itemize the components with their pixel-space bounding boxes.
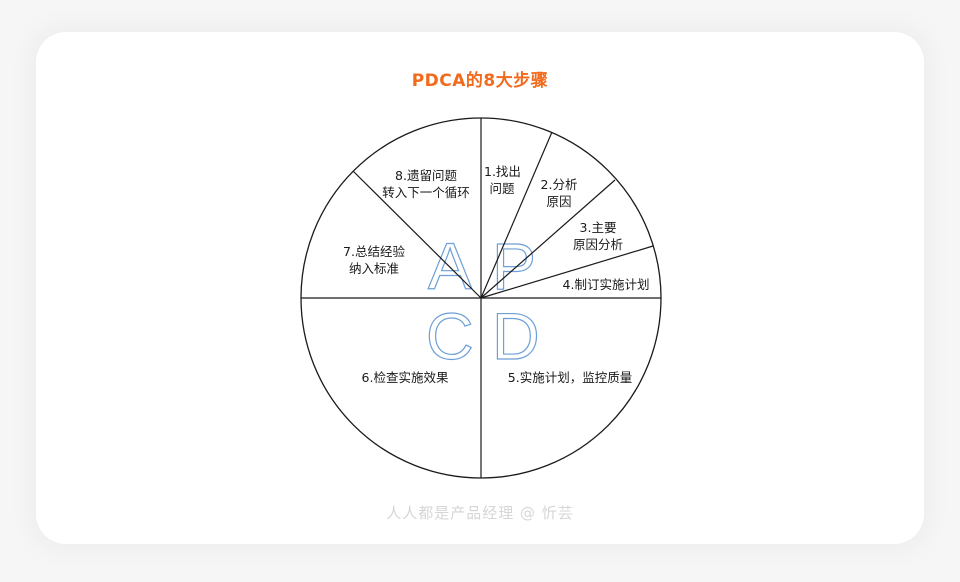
divider-2-3: [480, 179, 616, 299]
letter-p: P: [492, 229, 536, 303]
divider-7-8: [352, 170, 482, 299]
watermark: 人人都是产品经理 @ 忻芸: [386, 504, 574, 522]
diagram-title: PDCA的8大步骤: [411, 71, 549, 91]
step-7-label: 7.总结经验 纳入标准: [343, 244, 405, 276]
letter-c: C: [426, 299, 474, 373]
step-5-label: 5.实施计划，监控质量: [507, 370, 633, 385]
step-3-label: 3.主要 原因分析: [572, 220, 623, 252]
divider-1-2: [480, 131, 553, 299]
letter-d: D: [492, 299, 540, 373]
step-4-label: 4.制订实施计划: [562, 277, 650, 292]
step-1-label: 1.找出 问题: [484, 164, 521, 196]
divider-3-4: [480, 245, 654, 299]
diagram-card: [36, 32, 924, 544]
letter-a: A: [428, 229, 472, 303]
step-6-label: 6.检查实施效果: [361, 370, 449, 385]
step-8-label: 8.遗留问题 转入下一个循环: [382, 168, 470, 200]
step-2-label: 2.分析 原因: [540, 177, 578, 209]
